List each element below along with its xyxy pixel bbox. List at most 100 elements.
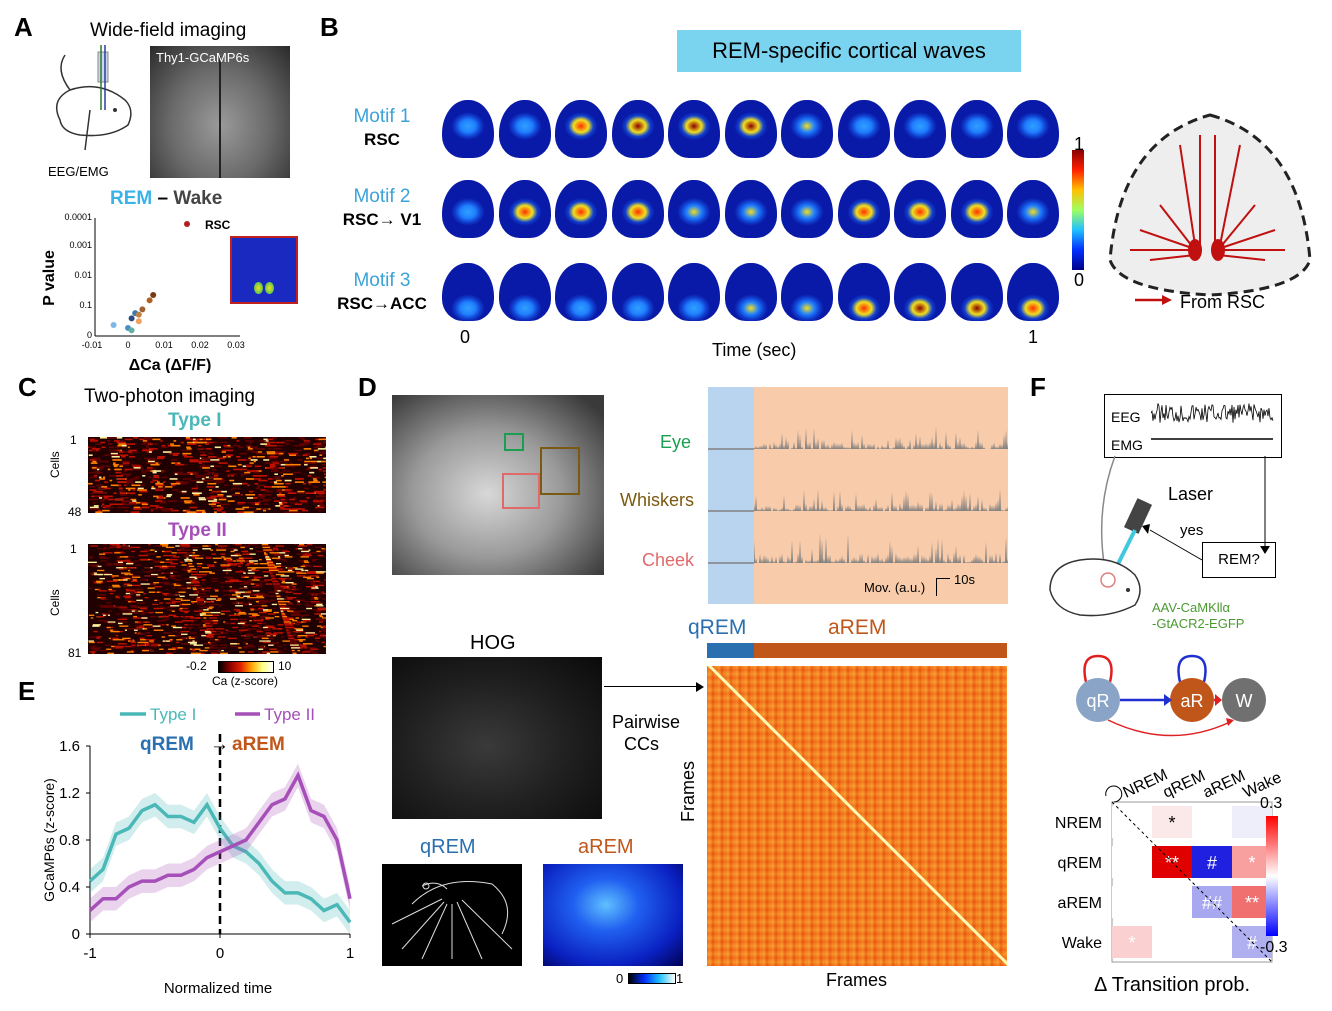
eeg-emg-label: EEG/EMG: [48, 164, 109, 179]
type2-first: 1: [70, 542, 77, 556]
f-cbar-max: 0.3: [1260, 795, 1282, 812]
brain-frame: [555, 100, 607, 158]
c-cbar-max: 10: [278, 659, 292, 673]
matrix-row-label: Wake: [1062, 935, 1102, 952]
panel-e-label: E: [18, 676, 36, 706]
panel-a-label: A: [14, 12, 33, 42]
scatter-point: [146, 297, 153, 304]
e-sem-band: [90, 793, 350, 934]
state-qr: qR: [1086, 691, 1109, 711]
type1-last: 48: [68, 505, 82, 519]
hog-image: [392, 657, 602, 819]
panel-c-label: C: [18, 372, 37, 402]
e-qrem-label: qREM: [140, 734, 194, 755]
state-ar: aR: [1180, 691, 1203, 711]
eeg-label: EEG: [1111, 409, 1141, 425]
matrix-cell: [1152, 886, 1192, 918]
brain-frame: [611, 263, 664, 321]
matrix-row-label: qREM: [1058, 855, 1102, 872]
pvalue-scatter: 0.0001 0.001 0.01 0.1 0 -0.01 0 0.01 0.0…: [41, 212, 245, 373]
motif-3-sub: RSC→ACC: [337, 294, 427, 313]
matrix-cell: [1192, 846, 1232, 878]
brain-frame: [724, 100, 777, 158]
brain-frame: [837, 263, 890, 321]
ytick: 0.0001: [64, 212, 92, 222]
matrix-col-label: NREM: [1121, 766, 1171, 801]
arem-motion-image: [543, 864, 683, 966]
trace-whiskers-label: Whiskers: [620, 490, 695, 510]
brain-frame: [837, 180, 890, 238]
matrix-cell: [1232, 806, 1272, 838]
matrix-cell-mark: #: [1207, 853, 1217, 873]
brain-frame: [498, 100, 551, 158]
scale-time-label: 10s: [954, 572, 975, 587]
pvalue-ylabel: P value: [41, 250, 58, 306]
brain-frame: [837, 100, 890, 158]
matrix-cell-mark: *: [1128, 933, 1135, 953]
type2-cells-label: Cells: [48, 589, 62, 616]
rsc-label: RSC: [205, 218, 231, 232]
brain-frame: [1007, 263, 1059, 321]
brain-frame: [724, 263, 777, 321]
panel-b-label: B: [320, 12, 339, 42]
ytick: 0.001: [69, 240, 92, 250]
colorbar-min: 0: [1074, 270, 1085, 290]
scatter-point: [128, 327, 135, 334]
legend-type1: Type I: [150, 705, 196, 724]
matrix-cell: [1192, 886, 1232, 918]
rem-wake-title: REM – Wake: [110, 188, 223, 209]
type2-heatmap: [88, 544, 336, 654]
panel-a-title: Wide-field imaging: [90, 20, 247, 41]
scatter-point: [128, 315, 135, 322]
e-xtick: 0: [216, 945, 224, 962]
pairwise-label-1: Pairwise: [612, 712, 681, 732]
type1-title: Type I: [168, 410, 222, 431]
state-transition-diagram: qR aR W: [1076, 654, 1266, 737]
brain-frame: [894, 100, 946, 158]
brain-frame: [781, 263, 833, 321]
pairwise-arrowhead: [696, 682, 704, 692]
scatter-point: [135, 318, 142, 325]
brain-frame: [950, 100, 1003, 158]
type1-first: 1: [70, 433, 77, 447]
legend-type2: Type II: [264, 705, 315, 724]
frames-ylabel: Frames: [678, 760, 698, 822]
e-ylabel: GCaMP6s (z-score): [41, 778, 57, 902]
qrem-image-title: qREM: [420, 836, 476, 858]
mouse-illustration: [55, 45, 132, 151]
arem-image-title: aREM: [578, 836, 634, 858]
e-ytick: 0.4: [59, 879, 80, 896]
matrix-row-label: aREM: [1058, 895, 1102, 912]
d-colorbar: [628, 973, 676, 984]
matrix-cell: [1232, 886, 1272, 918]
brain-frame: [442, 100, 494, 158]
e-ytick: 0.8: [59, 832, 80, 849]
panel-c-title: Two-photon imaging: [84, 386, 256, 407]
d-cbar-min: 0: [616, 971, 624, 986]
ytick: 0.1: [79, 300, 92, 310]
rsc-point: [184, 221, 190, 227]
scale-mov-label: Mov. (a.u.): [864, 580, 926, 595]
scatter-point: [110, 322, 117, 329]
matrix-col-label: aREM: [1201, 767, 1248, 801]
f-xlabel: Δ Transition prob.: [1094, 974, 1250, 996]
brain-frame: [498, 180, 551, 238]
brain-frame: [611, 180, 664, 238]
time-end: 1: [1028, 327, 1039, 347]
e-xtick: -1: [83, 945, 96, 962]
eeg-trace: [1151, 403, 1274, 440]
ytick: 0.01: [74, 270, 92, 280]
movement-traces: [708, 427, 1008, 564]
brain-frame: [781, 100, 833, 158]
scale-bar-v: [936, 578, 937, 596]
matrix-cell-mark: *: [1248, 853, 1255, 873]
e-ytick: 0: [72, 926, 80, 943]
scale-bar-h: [936, 578, 950, 579]
e-arrow: →: [210, 734, 229, 755]
scatter-point: [135, 311, 142, 318]
brain-frame: [442, 263, 494, 321]
xtick: 0.02: [191, 340, 209, 350]
matrix-cell: [1152, 926, 1192, 958]
matrix-cell: [1192, 926, 1232, 958]
e-xlabel: Normalized time: [164, 980, 272, 997]
